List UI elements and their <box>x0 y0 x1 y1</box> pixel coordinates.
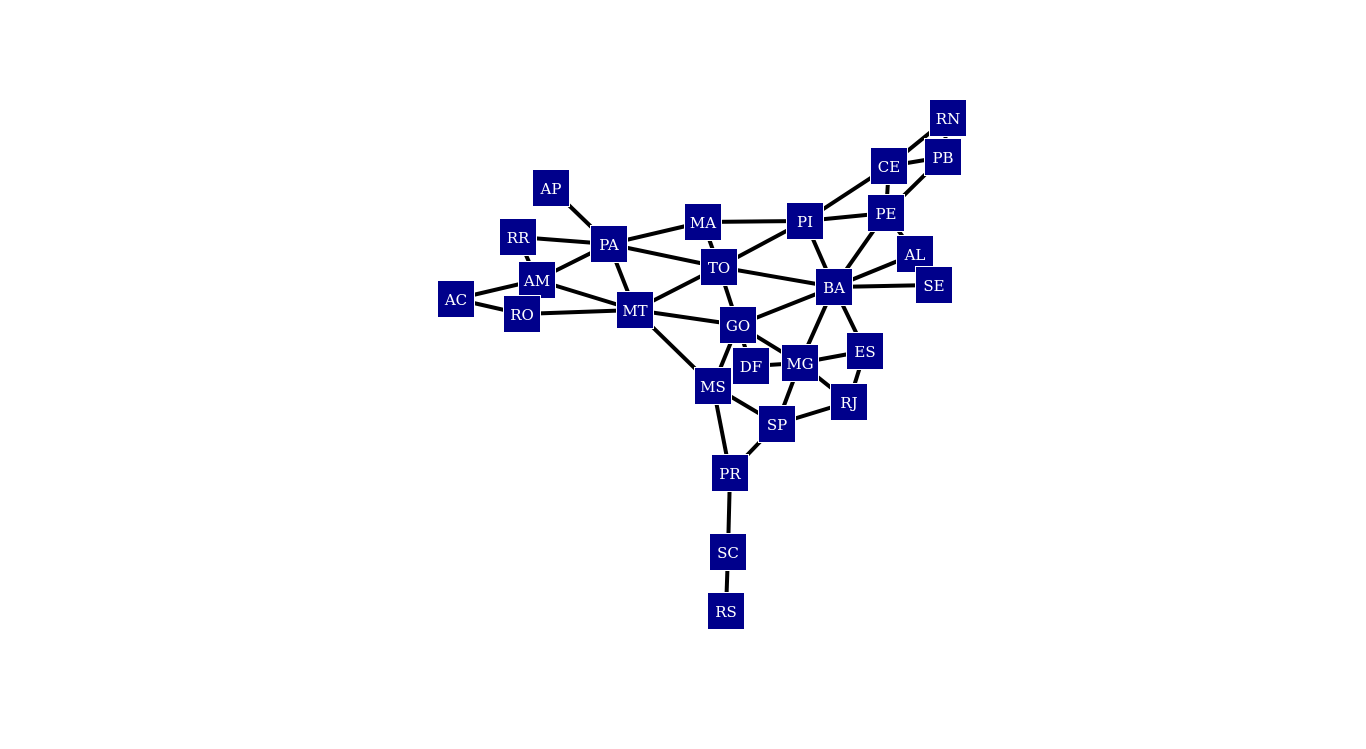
node-box <box>709 533 747 571</box>
node-box <box>786 202 824 240</box>
node-ms[interactable]: MS <box>694 367 732 405</box>
nodes-layer: RN PB CE PE AL SE BA PI MA TO PA AP RR AM AC RO MT GO DF MG… <box>437 99 967 630</box>
node-ap[interactable]: AP <box>532 169 570 207</box>
node-label: BA <box>823 279 845 297</box>
node-box <box>924 138 962 176</box>
node-label: GO <box>726 317 750 335</box>
node-se[interactable]: SE <box>915 266 953 304</box>
node-label: RN <box>936 110 960 128</box>
node-box <box>815 268 853 306</box>
node-ma[interactable]: MA <box>684 203 722 241</box>
node-sc[interactable]: SC <box>709 533 747 571</box>
node-box <box>707 592 745 630</box>
node-box <box>846 332 884 370</box>
node-label: AL <box>904 246 926 264</box>
node-box <box>830 383 868 421</box>
node-label: RO <box>510 306 534 324</box>
node-box <box>503 295 541 333</box>
node-es[interactable]: ES <box>846 332 884 370</box>
node-label: SE <box>923 277 944 295</box>
node-box <box>518 261 556 299</box>
node-mg[interactable]: MG <box>781 344 819 382</box>
node-box <box>590 225 628 263</box>
node-label: SC <box>717 544 739 562</box>
node-pr[interactable]: PR <box>711 454 749 492</box>
node-pe[interactable]: PE <box>867 194 905 232</box>
node-sp[interactable]: SP <box>758 405 796 443</box>
node-label: MS <box>700 378 726 396</box>
node-rs[interactable]: RS <box>707 592 745 630</box>
node-ce[interactable]: CE <box>870 147 908 185</box>
node-label: PB <box>932 149 953 167</box>
node-label: PE <box>875 205 896 223</box>
node-am[interactable]: AM <box>518 261 556 299</box>
node-label: MA <box>690 214 716 232</box>
node-label: RS <box>715 603 737 621</box>
node-label: AC <box>444 291 467 309</box>
node-box <box>499 218 537 256</box>
node-ac[interactable]: AC <box>437 280 475 318</box>
node-box <box>781 344 819 382</box>
node-go[interactable]: GO <box>719 306 757 344</box>
node-box <box>616 291 654 329</box>
node-box <box>732 347 770 385</box>
node-label: MG <box>786 355 813 373</box>
node-ro[interactable]: RO <box>503 295 541 333</box>
node-label: MT <box>622 302 647 320</box>
node-box <box>437 280 475 318</box>
node-label: PI <box>797 213 813 231</box>
node-label: CE <box>878 158 900 176</box>
edge-ba-to <box>718 265 835 289</box>
node-pb[interactable]: PB <box>924 138 962 176</box>
node-rj[interactable]: RJ <box>830 383 868 421</box>
node-label: AM <box>523 272 550 290</box>
node-label: PR <box>719 465 741 483</box>
node-label: PA <box>599 236 619 254</box>
node-label: ES <box>854 343 875 361</box>
node-box <box>870 147 908 185</box>
node-box <box>694 367 732 405</box>
node-box <box>758 405 796 443</box>
node-df[interactable]: DF <box>732 347 770 385</box>
node-box <box>867 194 905 232</box>
node-box <box>684 203 722 241</box>
node-box <box>719 306 757 344</box>
node-ba[interactable]: BA <box>815 268 853 306</box>
node-label: AP <box>540 180 562 198</box>
node-rn[interactable]: RN <box>929 99 967 137</box>
node-label: TO <box>708 259 730 277</box>
node-label: RR <box>507 229 530 247</box>
node-pa[interactable]: PA <box>590 225 628 263</box>
node-rr[interactable]: RR <box>499 218 537 256</box>
node-box <box>711 454 749 492</box>
node-label: SP <box>767 416 787 434</box>
node-mt[interactable]: MT <box>616 291 654 329</box>
node-pi[interactable]: PI <box>786 202 824 240</box>
node-box <box>700 248 738 286</box>
node-label: RJ <box>840 394 857 412</box>
node-box <box>929 99 967 137</box>
node-box <box>915 266 953 304</box>
node-to[interactable]: TO <box>700 248 738 286</box>
node-box <box>532 169 570 207</box>
node-label: DF <box>740 358 762 376</box>
